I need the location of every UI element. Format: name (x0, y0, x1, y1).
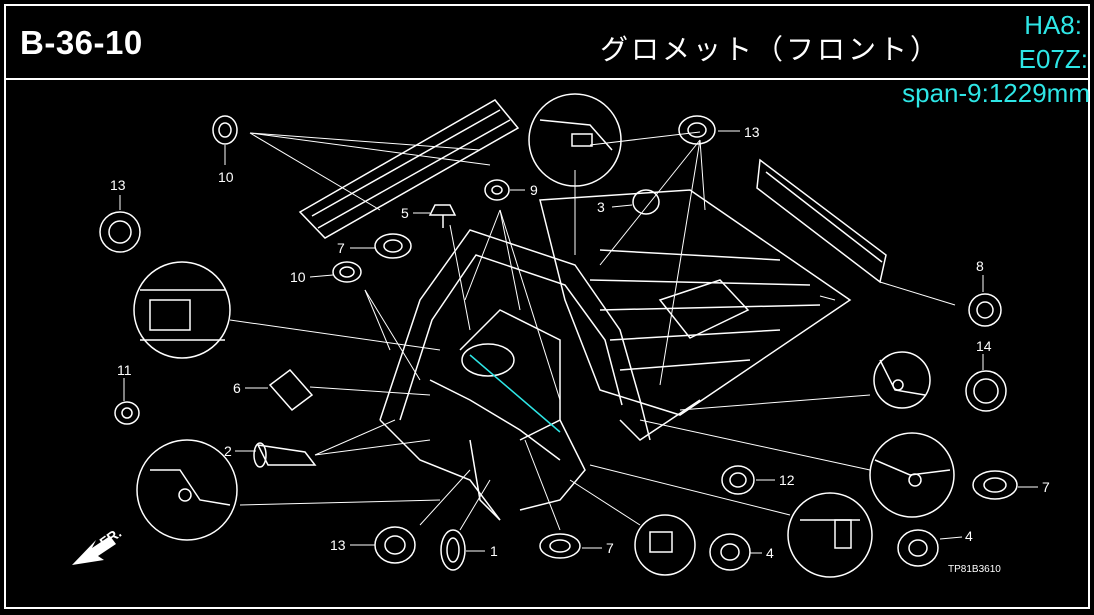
callout-labels: 10 13 5 9 3 13 7 10 8 14 11 6 2 12 7 13 … (110, 124, 1050, 561)
floor-panel (539, 189, 852, 416)
grommet-9 (484, 179, 510, 201)
grommet-1 (440, 529, 466, 571)
callout-8: 8 (976, 258, 984, 274)
grommet-12 (721, 465, 755, 495)
grommet-11 (114, 401, 140, 425)
callout-11: 11 (117, 362, 132, 378)
grommet-13-left (99, 211, 141, 253)
grommet-10-upper (212, 115, 238, 145)
figure-code: B-36-10 (20, 24, 143, 61)
front-direction-arrow-icon (72, 536, 116, 565)
roof-rail (298, 99, 520, 239)
diagram-frame: B-36-10 グロメット（フロント） HA8: E07Z: (4, 4, 1090, 609)
model-code-2: E07Z: (1018, 44, 1088, 74)
callout-1: 1 (490, 543, 498, 559)
model-code-1: HA8: (1024, 10, 1082, 40)
grommet-10-mid (332, 261, 362, 283)
callout-10-mid: 10 (290, 269, 306, 285)
figure-title: グロメット（フロント） (600, 33, 942, 66)
callout-2: 2 (224, 443, 232, 459)
callout-14: 14 (976, 338, 992, 354)
grommet-7-upper (374, 233, 412, 259)
callout-7-bottom: 7 (606, 540, 614, 556)
detail-circle-left-lower (136, 439, 238, 541)
rear-panel (756, 158, 887, 284)
detail-circle-bottom-center (634, 514, 696, 576)
label-leaders (119, 130, 1038, 554)
callout-5: 5 (401, 205, 409, 221)
callout-9: 9 (530, 182, 538, 198)
detail-circle-bottom-right (787, 492, 873, 578)
callout-13-bottom: 13 (330, 537, 346, 553)
callout-13-top: 13 (744, 124, 760, 140)
detail-circle-right-mid (873, 351, 931, 409)
reference-code: TP81B3610 (948, 564, 1001, 575)
callout-7-right: 7 (1042, 479, 1050, 495)
plug-3 (632, 189, 660, 215)
grommet-4-right (897, 529, 939, 567)
header-bar: B-36-10 グロメット（フロント） HA8: E07Z: (6, 6, 1088, 80)
span-label: span-9:1229mm (902, 78, 1090, 108)
grommet-8 (968, 293, 1002, 327)
leader-lines (229, 131, 956, 531)
callout-4-center: 4 (766, 545, 774, 561)
callout-7-upper: 7 (337, 240, 345, 256)
body-side-frame (379, 229, 701, 521)
grommet-7-bottom (539, 533, 581, 559)
sleeve-2 (253, 442, 317, 468)
grommet-13-bottom (374, 526, 416, 564)
grommet-13-top (678, 115, 716, 145)
grommet-4-center (709, 533, 751, 571)
detail-circle-rear-upper (528, 93, 622, 187)
grommet-14 (965, 370, 1007, 412)
detail-circle-left-upper (133, 261, 231, 359)
callout-4-right: 4 (965, 528, 973, 544)
callout-13-left: 13 (110, 177, 126, 193)
detail-circle-right-lower (869, 432, 955, 518)
grommet-7-right (972, 470, 1018, 500)
pad-6 (268, 368, 314, 412)
callout-10-upper: 10 (218, 169, 234, 185)
callout-3: 3 (597, 199, 605, 215)
callout-6: 6 (233, 380, 241, 396)
clip-5 (428, 204, 457, 228)
callout-12: 12 (779, 472, 795, 488)
